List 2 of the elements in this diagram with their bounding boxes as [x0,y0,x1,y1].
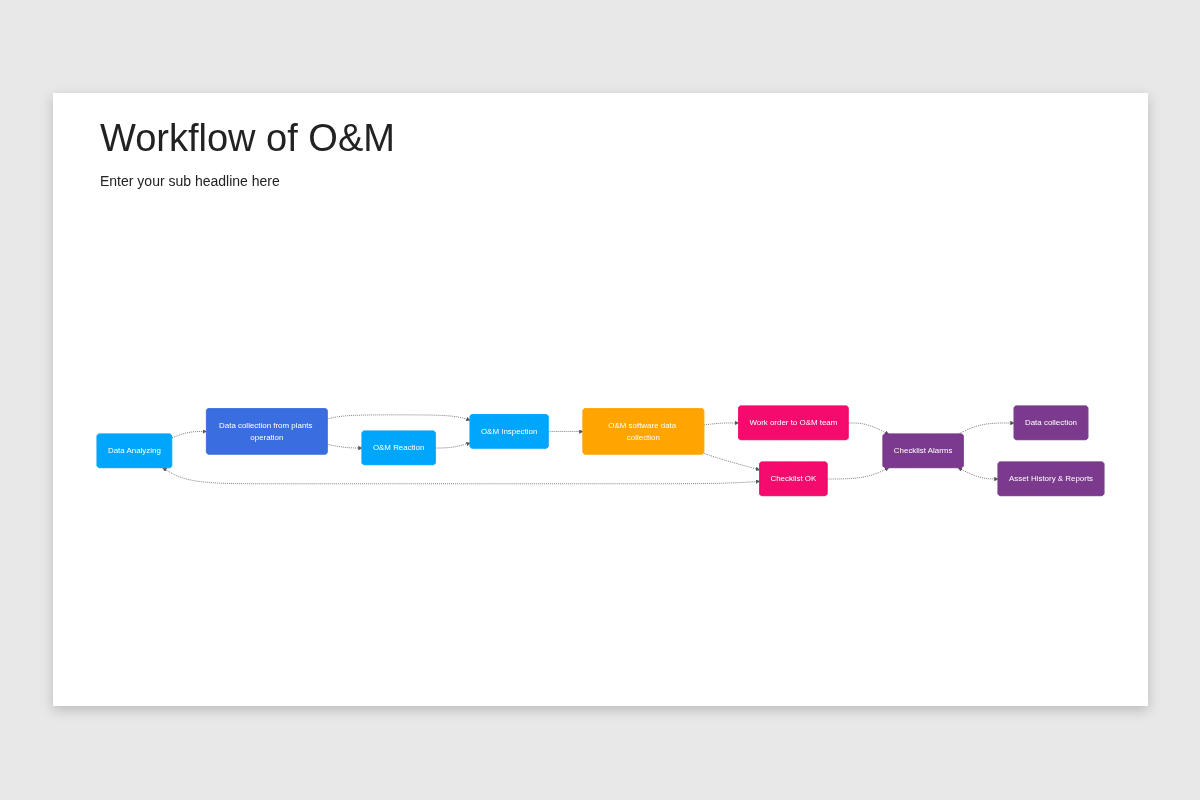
subtitle: Enter your sub headline here [100,173,280,189]
title: Workflow of O&M [100,117,395,160]
